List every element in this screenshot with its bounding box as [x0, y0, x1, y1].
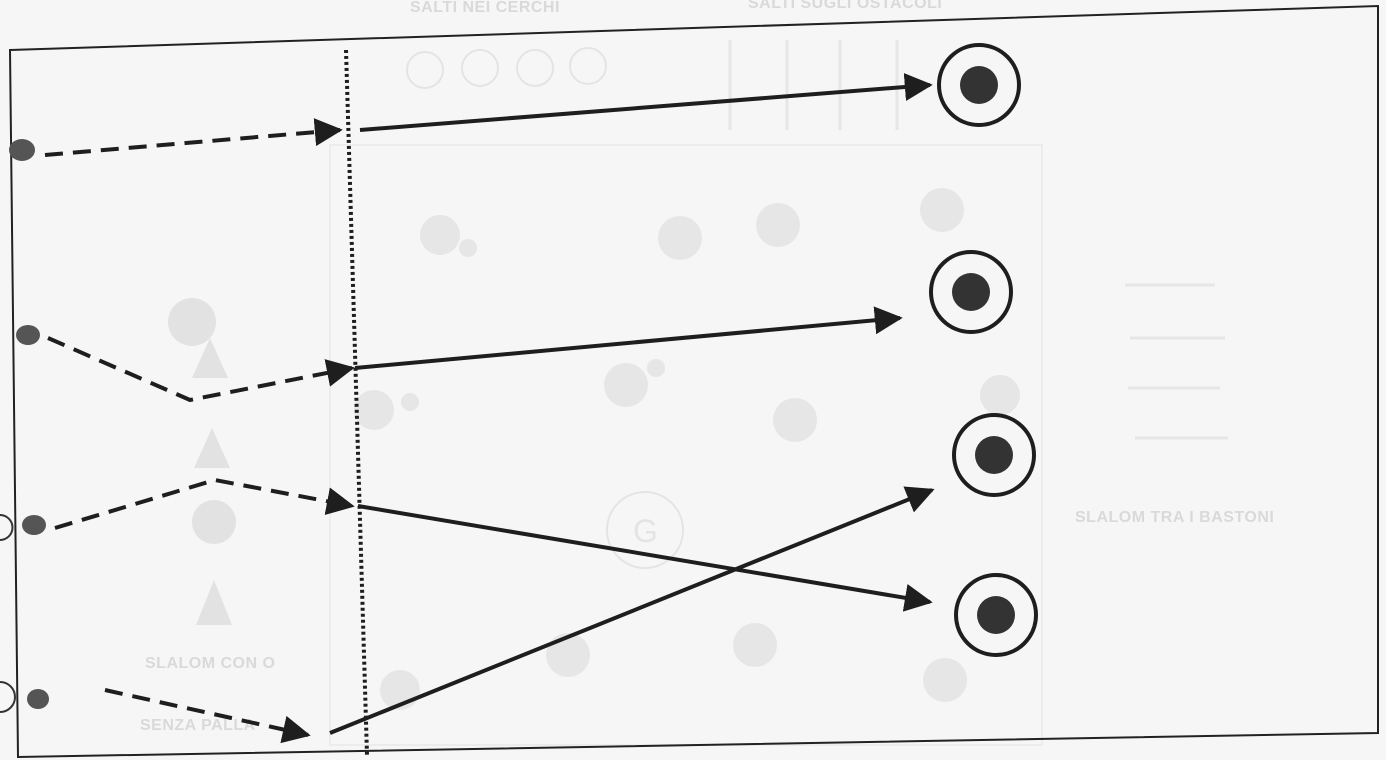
solid-path-4	[330, 490, 932, 733]
target-4-core	[977, 596, 1015, 634]
faint-ball-2	[192, 500, 236, 544]
target-2	[931, 252, 1011, 332]
faint-player-3	[658, 216, 702, 260]
start-player-partial-4	[0, 682, 15, 712]
field-frame	[10, 6, 1378, 757]
target-1-core	[960, 66, 998, 104]
faint-hoop-4	[570, 48, 606, 84]
start-player-partials	[0, 515, 15, 712]
faint-hurdles	[730, 40, 897, 130]
faint-label-slalom-bottom: SENZA PALLA	[140, 717, 256, 734]
faint-label-top-left: SALTI NEI CERCHI	[410, 0, 560, 16]
dashed-paths	[45, 130, 352, 735]
solid-path-2	[355, 318, 900, 368]
faint-label-slalom-right: SLALOM TRA I BASTONI	[1075, 509, 1274, 526]
target-3-core	[975, 436, 1013, 474]
faint-letter: G	[633, 513, 658, 549]
faint-player-6	[354, 390, 394, 430]
faint-cones	[168, 298, 236, 625]
faint-player-2	[459, 239, 477, 257]
faint-hoops	[407, 48, 606, 88]
faint-label-top-right: SALTI SUGLI OSTACOLI	[748, 0, 942, 12]
target-3	[954, 415, 1034, 495]
faint-ball-1	[168, 298, 216, 346]
faint-hoop-2	[462, 50, 498, 86]
targets	[931, 45, 1036, 655]
target-2-core	[952, 273, 990, 311]
solid-paths	[330, 85, 932, 733]
faint-player-11	[980, 375, 1020, 415]
faint-player-9	[647, 359, 665, 377]
faint-player-7	[401, 393, 419, 411]
faint-player-4	[756, 203, 800, 247]
start-player-partial-3	[0, 515, 13, 540]
faint-player-8	[604, 363, 648, 407]
faint-player-10	[773, 398, 817, 442]
faint-player-12	[546, 633, 590, 677]
faint-player-13	[733, 623, 777, 667]
dashed-path-1	[45, 130, 340, 155]
start-player-1	[9, 139, 35, 161]
faint-player-1	[420, 215, 460, 255]
faint-cone-3	[196, 580, 232, 625]
start-player-4	[27, 689, 49, 709]
target-1	[939, 45, 1019, 125]
start-player-3	[22, 515, 46, 535]
faint-label-slalom-coni: SLALOM CON O	[145, 655, 275, 672]
solid-path-1	[360, 85, 930, 130]
faint-player-14	[923, 658, 967, 702]
faint-players	[354, 188, 1020, 710]
faint-hoop-1	[407, 52, 443, 88]
faint-player-5	[920, 188, 964, 232]
faint-hoop-3	[517, 50, 553, 86]
faint-background-layer: SALTI NEI CERCHI SALTI SUGLI OSTACOLI	[140, 0, 1274, 745]
target-4	[956, 575, 1036, 655]
faint-cone-2	[194, 428, 230, 468]
start-player-2	[16, 325, 40, 345]
faint-poles	[1125, 285, 1228, 438]
